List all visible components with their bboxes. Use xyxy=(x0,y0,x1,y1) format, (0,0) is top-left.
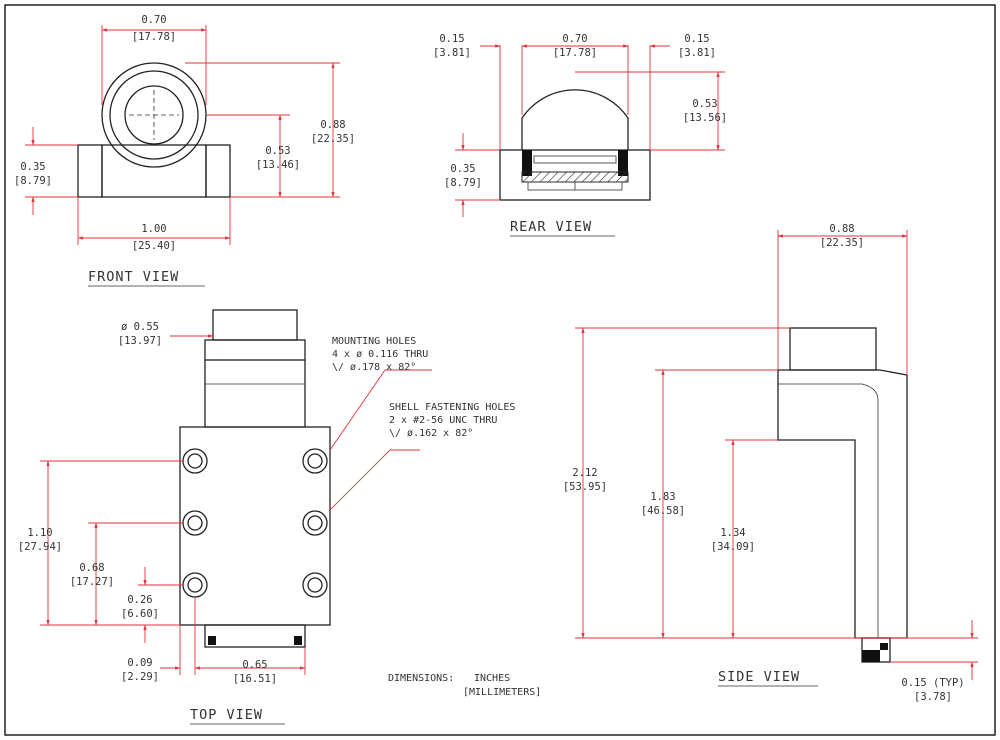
top-dim-h1-mm: [27.94] xyxy=(18,541,62,553)
side-dim-h1-in: 2.12 xyxy=(572,467,597,479)
front-left-boss xyxy=(77,144,103,198)
side-dim-typ-in: 0.15 (TYP) xyxy=(901,677,964,689)
units-inches: INCHES xyxy=(474,673,510,684)
front-dim-base-mm: [25.40] xyxy=(132,240,176,252)
top-dim-off-in: 0.09 xyxy=(127,657,152,669)
rear-dim-base-in: 0.35 xyxy=(450,163,475,175)
top-view: ø 0.55 [13.97] MOUNTING HOLES 4 x ø 0.11… xyxy=(18,309,515,725)
side-dim-w-in: 0.88 xyxy=(829,223,854,235)
front-view-title: FRONT VIEW xyxy=(88,269,179,285)
rear-dome xyxy=(521,89,629,150)
rear-dim-mid-mm: [17.78] xyxy=(553,47,597,59)
top-dim-off-mm: [2.29] xyxy=(121,671,159,683)
side-cap xyxy=(789,327,877,371)
side-dim-h3-in: 1.34 xyxy=(720,527,745,539)
sheet-border xyxy=(4,4,996,736)
top-cap xyxy=(212,309,298,341)
side-view: 0.88 [22.35] 2.12 [53.95] 1.83 [46.58] 1… xyxy=(563,223,978,703)
rear-dim-r-mm: [3.81] xyxy=(678,47,716,59)
side-body xyxy=(777,369,908,639)
top-dim-dia-mm: [13.97] xyxy=(118,335,162,347)
top-view-title: TOP VIEW xyxy=(190,707,263,723)
top-dim-h3-mm: [6.60] xyxy=(121,608,159,620)
rear-dim-r-in: 0.15 xyxy=(684,33,709,45)
front-dim-left-in: 0.35 xyxy=(20,161,45,173)
side-dim-h3-mm: [34.09] xyxy=(711,541,755,553)
front-ring xyxy=(109,70,199,160)
front-dim-mid-in: 0.53 xyxy=(265,145,290,157)
rear-dim-l-in: 0.15 xyxy=(439,33,464,45)
shell-holes-line3: \/ ø.162 x 82° xyxy=(389,428,473,439)
rear-view: 0.15 [3.81] 0.70 [17.78] 0.15 [3.81] 0.5… xyxy=(433,33,727,237)
shell-holes-line2: 2 x #2-56 UNC THRU xyxy=(389,415,497,426)
front-inner-circle xyxy=(124,85,184,145)
top-dim-w-mm: [16.51] xyxy=(233,673,277,685)
units-label: DIMENSIONS: xyxy=(388,673,454,684)
units-millimeters: [MILLIMETERS] xyxy=(463,687,541,698)
top-dim-h2-in: 0.68 xyxy=(79,562,104,574)
side-dim-h2-in: 1.83 xyxy=(650,491,675,503)
rear-dim-mid-in: 0.70 xyxy=(562,33,587,45)
top-dim-h1-in: 1.10 xyxy=(27,527,52,539)
top-dim-dia-in: ø 0.55 xyxy=(121,321,159,333)
rear-base xyxy=(499,149,651,201)
top-dim-w-in: 0.65 xyxy=(242,659,267,671)
units-note: DIMENSIONS: INCHES [MILLIMETERS] xyxy=(388,673,541,698)
rear-dim-dome-mm: [13.56] xyxy=(683,112,727,124)
side-view-title: SIDE VIEW xyxy=(718,669,800,685)
rear-dim-dome-in: 0.53 xyxy=(692,98,717,110)
front-dim-mid-mm: [13.46] xyxy=(256,159,300,171)
front-dim-h-in: 0.88 xyxy=(320,119,345,131)
top-dim-h3-in: 0.26 xyxy=(127,594,152,606)
front-dim-base-in: 1.00 xyxy=(141,223,166,235)
front-right-boss xyxy=(205,144,231,198)
front-dim-h-mm: [22.35] xyxy=(311,133,355,145)
front-dim-top-mm: [17.78] xyxy=(132,31,176,43)
front-dim-top-in: 0.70 xyxy=(141,14,166,26)
side-dim-h1-mm: [53.95] xyxy=(563,481,607,493)
rear-dim-base-mm: [8.79] xyxy=(444,177,482,189)
top-body xyxy=(179,426,331,626)
mounting-holes-line3: \/ ø.178 x 82° xyxy=(332,362,416,373)
top-dim-h2-mm: [17.27] xyxy=(70,576,114,588)
mounting-holes-line1: MOUNTING HOLES xyxy=(332,336,416,347)
side-dim-w-mm: [22.35] xyxy=(820,237,864,249)
front-view: 0.70 [17.78] 0.88 [22.35] 0.53 [13.46] 0… xyxy=(14,14,355,287)
side-dim-h2-mm: [46.58] xyxy=(641,505,685,517)
side-dim-typ-mm: [3.78] xyxy=(914,691,952,703)
rear-dim-l-mm: [3.81] xyxy=(433,47,471,59)
front-dim-left-mm: [8.79] xyxy=(14,175,52,187)
mounting-holes xyxy=(182,448,328,598)
rear-view-title: REAR VIEW xyxy=(510,219,592,235)
mounting-holes-line2: 4 x ø 0.116 THRU xyxy=(332,349,428,360)
shell-holes-line1: SHELL FASTENING HOLES xyxy=(389,402,515,413)
